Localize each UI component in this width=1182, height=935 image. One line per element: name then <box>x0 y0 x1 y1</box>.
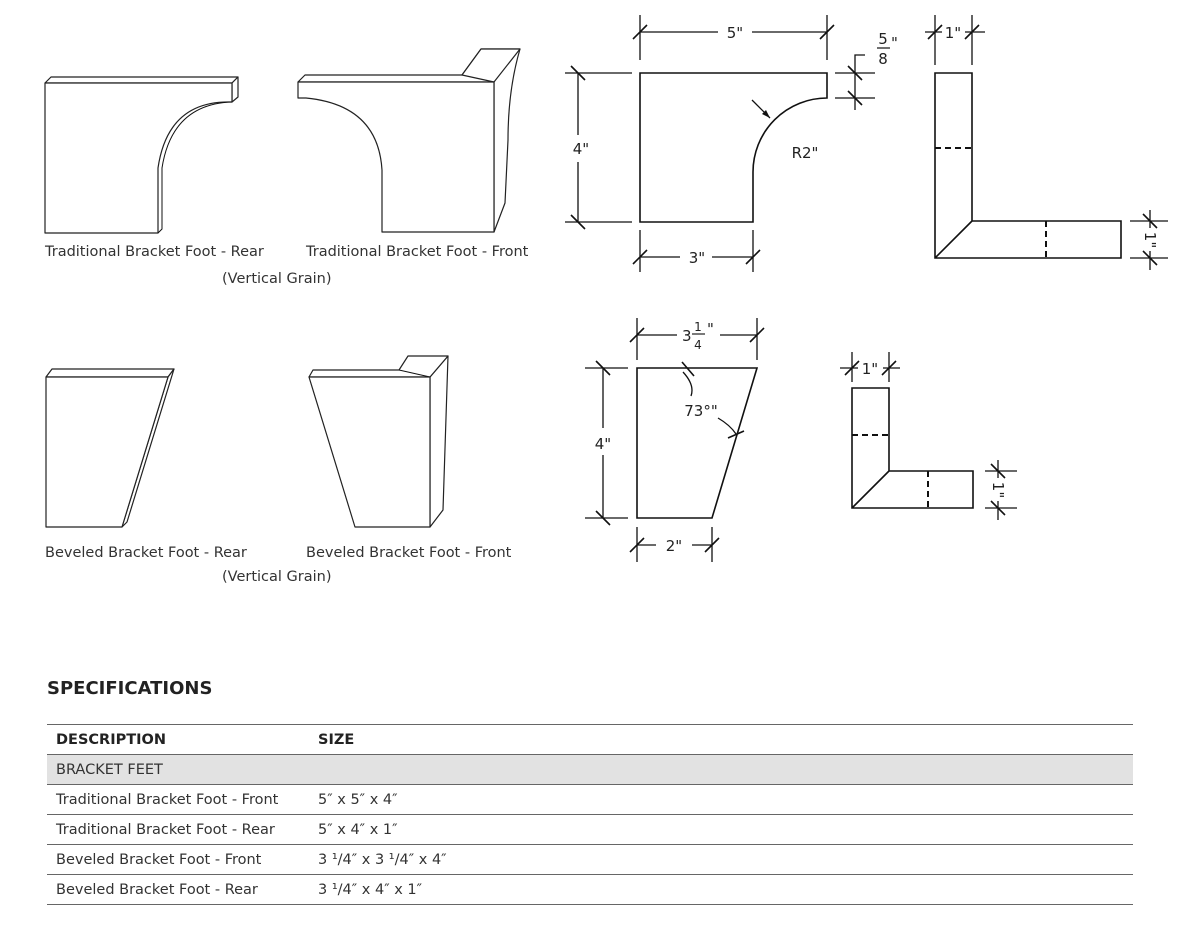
drawings-canvas: Traditional Bracket Foot - Rear Traditio… <box>44 15 1168 585</box>
beveled-rear-illustration <box>45 368 175 528</box>
traditional-plan-drawing: 1" 1" <box>925 15 1168 270</box>
dim-notch-unit: " <box>891 34 898 52</box>
traditional-grain-note: (Vertical Grain) <box>222 271 332 287</box>
dim-base: 3" <box>689 249 705 267</box>
dim-plan-thickness-top: 1" <box>945 24 961 42</box>
dim-bev-base: 2" <box>666 537 682 555</box>
traditional-elevation-drawing: 5" 5 8 " 4" 3" R2" <box>565 15 898 272</box>
specifications-heading: SPECIFICATIONS <box>47 678 213 699</box>
dim-plan-thickness-side: 1" <box>1141 232 1159 248</box>
traditional-front-illustration <box>297 48 521 233</box>
table-row: Traditional Bracket Foot - Rear 5″ x 4″ … <box>47 814 1133 845</box>
row-size: 5″ x 4″ x 1″ <box>309 814 1133 845</box>
traditional-rear-illustration <box>44 76 239 234</box>
beveled-grain-note: (Vertical Grain) <box>222 569 332 585</box>
dim-notch-numerator: 5 <box>878 30 888 48</box>
column-header-description: DESCRIPTION <box>47 724 309 755</box>
dim-bev-width-unit: " <box>707 320 714 338</box>
beveled-plan-drawing: 1" 1" <box>840 352 1017 520</box>
beveled-front-label: Beveled Bracket Foot - Front <box>306 545 512 561</box>
dim-bev-plan-thickness-top: 1" <box>862 360 878 378</box>
row-description: Beveled Bracket Foot - Rear <box>47 874 309 905</box>
dim-bev-width-numerator: 1 <box>694 320 702 334</box>
row-size: 3 ¹/4″ x 3 ¹/4″ x 4″ <box>309 844 1133 875</box>
beveled-elevation-drawing: 3 1 4 " 4" 2" 73°" <box>585 318 765 562</box>
table-row: Beveled Bracket Foot - Rear 3 ¹/4″ x 4″ … <box>47 874 1133 905</box>
dim-width: 5" <box>727 24 743 42</box>
dim-bev-plan-thickness-side: 1" <box>989 482 1007 498</box>
dim-notch-denominator: 8 <box>878 50 888 68</box>
table-row: Traditional Bracket Foot - Front 5″ x 5″… <box>47 784 1133 815</box>
group-label: BRACKET FEET <box>47 754 309 785</box>
specifications-table: DESCRIPTION SIZE BRACKET FEET Traditiona… <box>47 724 1133 905</box>
beveled-front-illustration <box>308 355 449 528</box>
row-description: Traditional Bracket Foot - Rear <box>47 814 309 845</box>
table-group-row: BRACKET FEET <box>47 754 1133 785</box>
table-row: Beveled Bracket Foot - Front 3 ¹/4″ x 3 … <box>47 844 1133 875</box>
row-description: Traditional Bracket Foot - Front <box>47 784 309 815</box>
dim-bev-height: 4" <box>595 435 611 453</box>
column-header-size: SIZE <box>309 724 1133 755</box>
dim-height: 4" <box>573 140 589 158</box>
traditional-rear-label: Traditional Bracket Foot - Rear <box>44 244 264 260</box>
dim-bev-width-denominator: 4 <box>694 338 702 352</box>
row-description: Beveled Bracket Foot - Front <box>47 844 309 875</box>
dim-bev-width-whole: 3 <box>682 327 692 345</box>
dim-bev-angle: 73°" <box>684 402 718 420</box>
row-size: 3 ¹/4″ x 4″ x 1″ <box>309 874 1133 905</box>
beveled-rear-label: Beveled Bracket Foot - Rear <box>45 545 247 561</box>
group-empty-cell <box>309 754 1133 785</box>
table-header-row: DESCRIPTION SIZE <box>47 724 1133 755</box>
dim-radius: R2" <box>792 144 819 162</box>
traditional-front-label: Traditional Bracket Foot - Front <box>305 244 529 260</box>
row-size: 5″ x 5″ x 4″ <box>309 784 1133 815</box>
